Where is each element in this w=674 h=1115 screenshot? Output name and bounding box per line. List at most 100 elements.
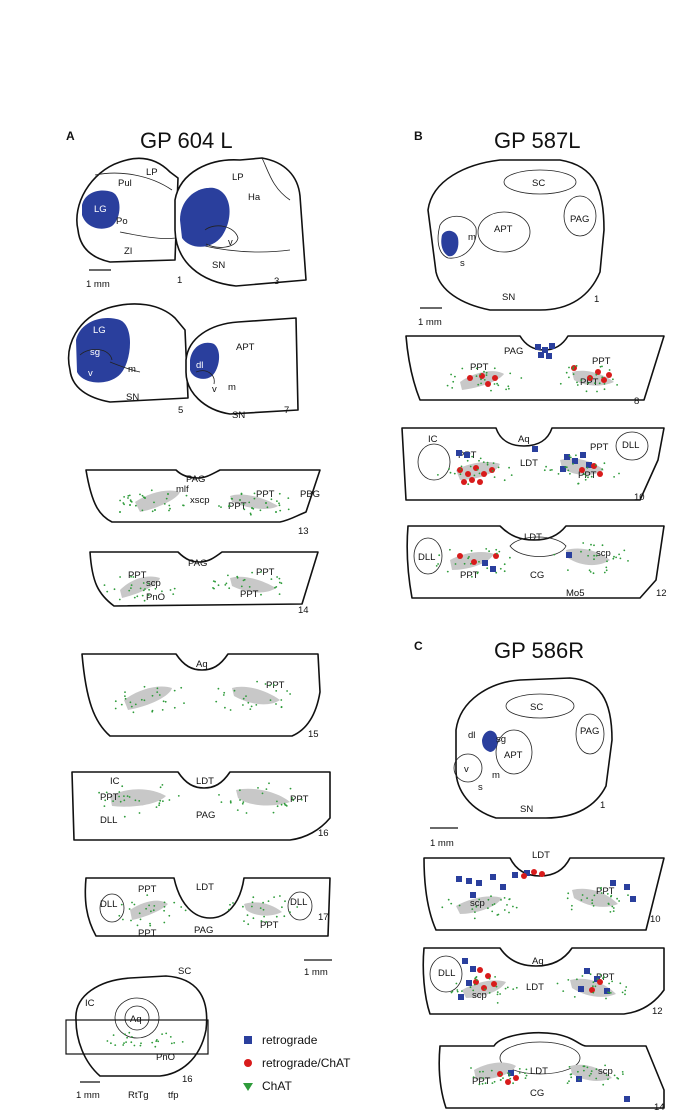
- double-marks: [521, 869, 545, 879]
- chat-dot: [509, 372, 512, 375]
- chat-dot: [612, 557, 615, 560]
- chat-dot: [596, 978, 599, 980]
- chat-dot: [173, 706, 176, 709]
- chat-dot: [624, 989, 627, 992]
- chat-dot: [478, 472, 481, 475]
- chat-dot: [599, 365, 602, 368]
- label-ldt: LDT: [530, 1066, 548, 1077]
- chat-dot: [150, 910, 152, 913]
- chat-dot: [242, 697, 245, 700]
- chat-dot: [470, 1067, 472, 1069]
- label-ppt: PPT: [472, 1076, 491, 1087]
- label-ic: IC: [85, 998, 95, 1009]
- chat-dot: [148, 904, 151, 907]
- chat-dot: [287, 497, 290, 499]
- chat-dot: [458, 904, 461, 907]
- legend-label-chat: ChAT: [262, 1079, 292, 1093]
- section-b12: LDT DLL PPT CG scp Mo5 12: [406, 525, 667, 599]
- chat-dot: [105, 791, 108, 794]
- chat-dot: [596, 390, 598, 393]
- chat-dot: [588, 569, 591, 572]
- chat-dot: [480, 382, 482, 385]
- retrograde-marks: [456, 446, 592, 472]
- chat-dot: [450, 373, 452, 376]
- chat-dot: [114, 1044, 117, 1046]
- label-ppt: PPT: [592, 356, 611, 367]
- chat-dot: [491, 904, 494, 906]
- chat-dot: [622, 1073, 624, 1075]
- chat-dot: [590, 1072, 592, 1075]
- chat-dot: [242, 503, 245, 505]
- scale-label: 1 mm: [304, 967, 328, 978]
- chat-dot: [567, 979, 570, 981]
- chat-dot: [488, 550, 490, 553]
- chat-dot: [122, 1044, 125, 1046]
- chat-dot: [448, 468, 450, 470]
- chat-dot: [497, 384, 500, 387]
- chat-dot: [454, 563, 457, 565]
- chat-dot: [150, 489, 153, 492]
- label-pag: PAG: [570, 214, 589, 225]
- legend-triangle-icon: [243, 1083, 253, 1091]
- chat-dot: [461, 367, 464, 370]
- chat-dot: [508, 1073, 511, 1076]
- section-a5: LG sg v m SN 5: [67, 303, 189, 416]
- chat-dot: [606, 560, 608, 563]
- chat-dot: [165, 497, 168, 500]
- chat-dot: [129, 701, 132, 704]
- chat-dot: [605, 1074, 608, 1076]
- chat-dot: [138, 912, 141, 915]
- label-rttg: RtTg: [128, 1090, 149, 1101]
- chat-dot: [473, 474, 476, 477]
- chat-dot: [503, 479, 506, 482]
- chat-dot: [120, 703, 123, 706]
- chat-dot: [242, 801, 245, 803]
- chat-dot: [138, 800, 141, 802]
- chat-dot: [291, 797, 294, 799]
- label-lg: LG: [198, 180, 211, 191]
- chat-dot: [456, 989, 459, 991]
- chat-dot: [480, 378, 482, 381]
- chat-dot: [551, 469, 553, 471]
- chat-dot: [236, 809, 239, 811]
- chat-dot: [566, 897, 569, 900]
- chat-dot: [483, 370, 485, 373]
- chat-dot: [124, 1033, 126, 1036]
- chat-dot: [583, 473, 585, 476]
- chat-dot: [133, 596, 136, 599]
- chat-dot: [123, 795, 125, 797]
- chat-dot: [569, 1073, 572, 1076]
- chat-dot: [476, 468, 479, 471]
- section-b10: IC Aq PPT LDT PPT PPT DLL 10: [401, 427, 665, 503]
- chat-dot: [130, 500, 132, 502]
- chat-dot: [566, 1082, 569, 1084]
- chat-dot: [483, 379, 486, 381]
- chat-dot: [451, 990, 454, 993]
- chat-dot: [145, 907, 148, 910]
- label-pno: PnO: [146, 592, 165, 603]
- chat-dot: [163, 905, 166, 908]
- label-pag: PAG: [188, 558, 207, 569]
- section-b8: PAG PPT PPT PPT 8: [405, 335, 665, 407]
- chat-dot: [479, 373, 482, 376]
- chat-dot: [587, 476, 589, 479]
- chat-dot: [122, 918, 124, 921]
- chat-dot: [496, 382, 498, 385]
- label-ppt: PPT: [260, 920, 279, 931]
- chat-dot: [233, 689, 236, 692]
- chat-dot: [471, 455, 473, 458]
- chat-dot: [229, 709, 232, 711]
- label-tfp: tfp: [168, 1090, 179, 1101]
- chat-dot: [151, 694, 154, 697]
- chat-dot: [153, 905, 156, 907]
- chat-dot: [263, 915, 265, 918]
- chat-marks: [119, 493, 277, 513]
- label-ldt: LDT: [526, 982, 544, 993]
- chat-dot: [292, 799, 295, 802]
- chat-dot: [592, 991, 595, 994]
- section-a16: IC LDT PPT PPT PAG DLL 16: [71, 771, 331, 841]
- chat-dot: [139, 493, 141, 496]
- chat-dot: [278, 492, 281, 495]
- chat-dot: [474, 977, 476, 980]
- chat-dot: [289, 787, 292, 790]
